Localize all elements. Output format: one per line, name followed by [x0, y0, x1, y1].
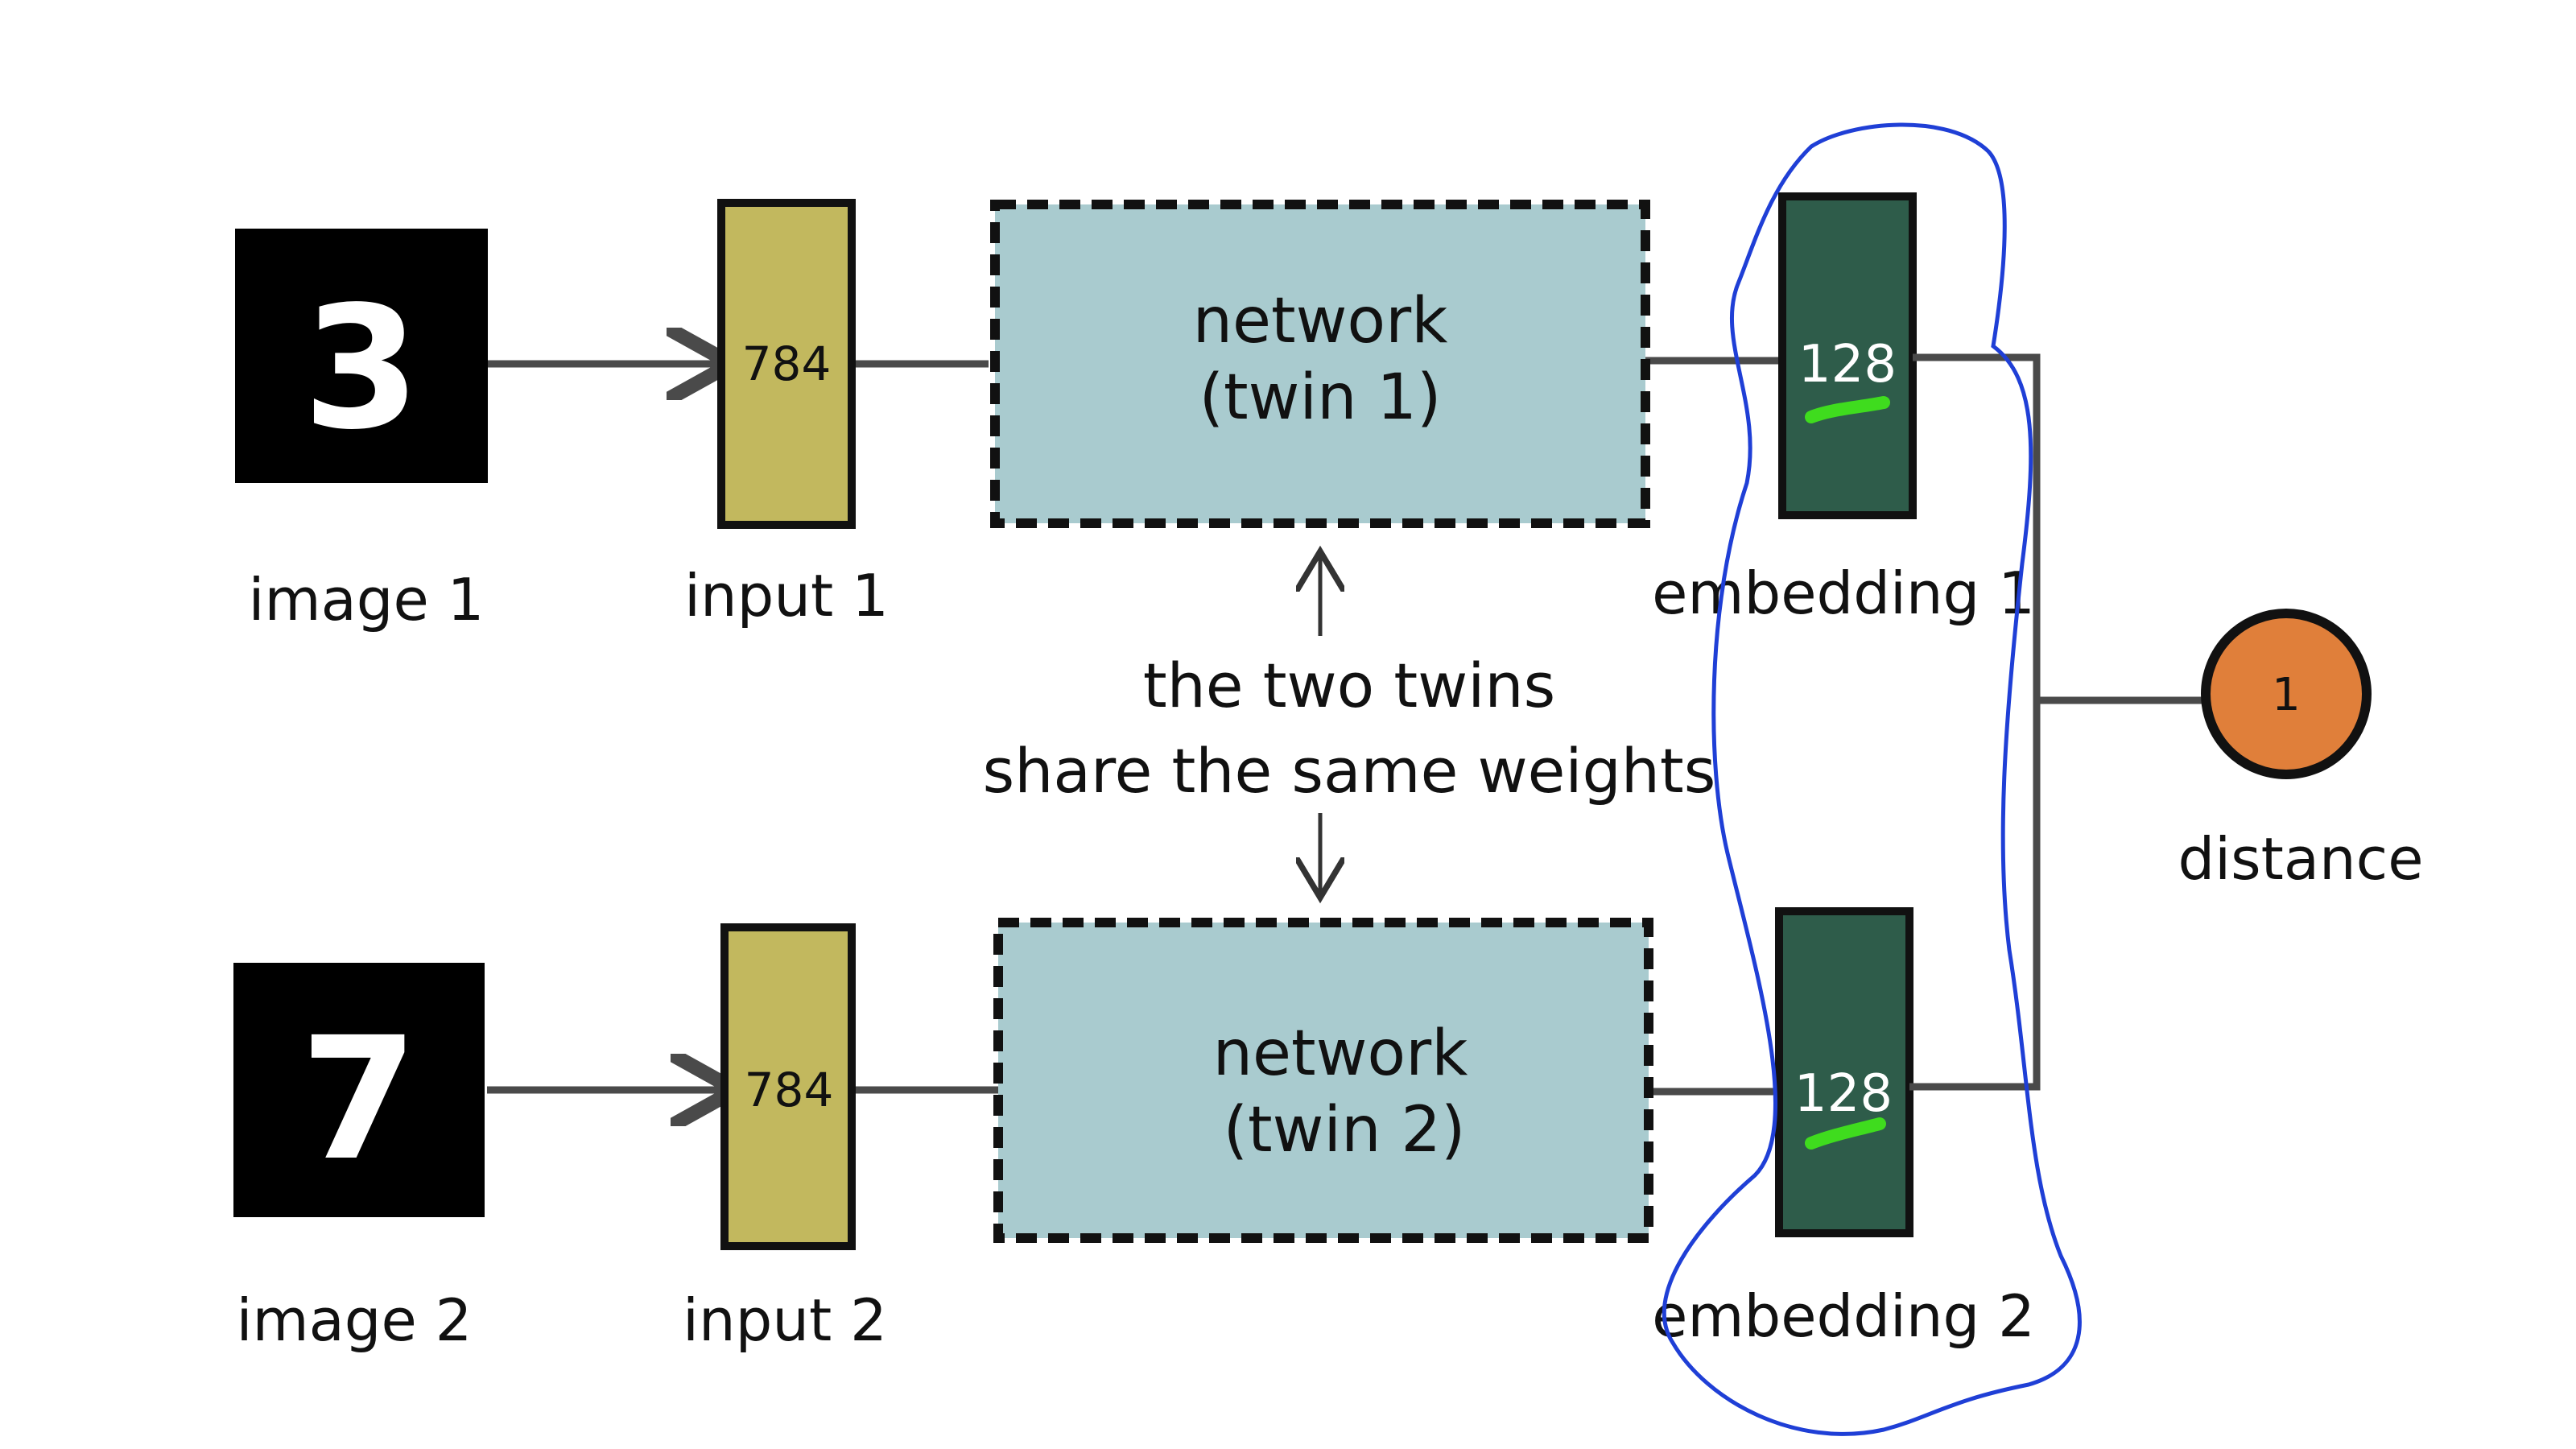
image-1-digit: 3 — [303, 270, 420, 467]
network-twin-2-box — [993, 918, 1653, 1243]
embeddings-annotation-outline — [1662, 122, 2082, 1436]
input-1-size: 784 — [742, 336, 832, 391]
shared-weights-line-2: share the same weights — [983, 735, 1716, 807]
connector-embeddings-merge — [1909, 353, 2041, 1091]
distance-label: distance — [2178, 825, 2423, 893]
input-2-size: 784 — [745, 1063, 834, 1117]
embedding-2-vector — [1775, 907, 1913, 1237]
input-1-vector — [717, 199, 856, 529]
embedding-2-size: 128 — [1794, 1064, 1893, 1124]
network-twin-1-subtitle: (twin 1) — [1199, 361, 1442, 434]
network-twin-2-title: network — [1213, 1018, 1468, 1090]
embedding-1-highlight — [1805, 396, 1890, 423]
image-1-tile — [235, 229, 488, 483]
input-2-label: input 2 — [683, 1286, 887, 1354]
image-2-label: image 2 — [237, 1286, 473, 1354]
input-1-label: input 1 — [684, 562, 889, 630]
embedding-2-highlight — [1805, 1117, 1886, 1150]
distance-value: 1 — [2272, 669, 2301, 721]
network-twin-2-subtitle: (twin 2) — [1224, 1094, 1466, 1166]
input-2-vector — [720, 923, 856, 1250]
distance-node — [2201, 609, 2372, 779]
image-1-label: image 1 — [249, 566, 485, 634]
embedding-1-size: 128 — [1798, 335, 1897, 394]
shared-weights-line-1: the two twins — [1143, 650, 1555, 721]
embedding-1-label: embedding 1 — [1652, 559, 2035, 627]
embedding-2-label: embedding 2 — [1652, 1282, 2035, 1350]
image-2-tile — [233, 963, 485, 1217]
network-twin-1-box — [990, 200, 1650, 528]
image-2-digit: 7 — [300, 1001, 418, 1198]
network-twin-1-title: network — [1193, 285, 1448, 357]
